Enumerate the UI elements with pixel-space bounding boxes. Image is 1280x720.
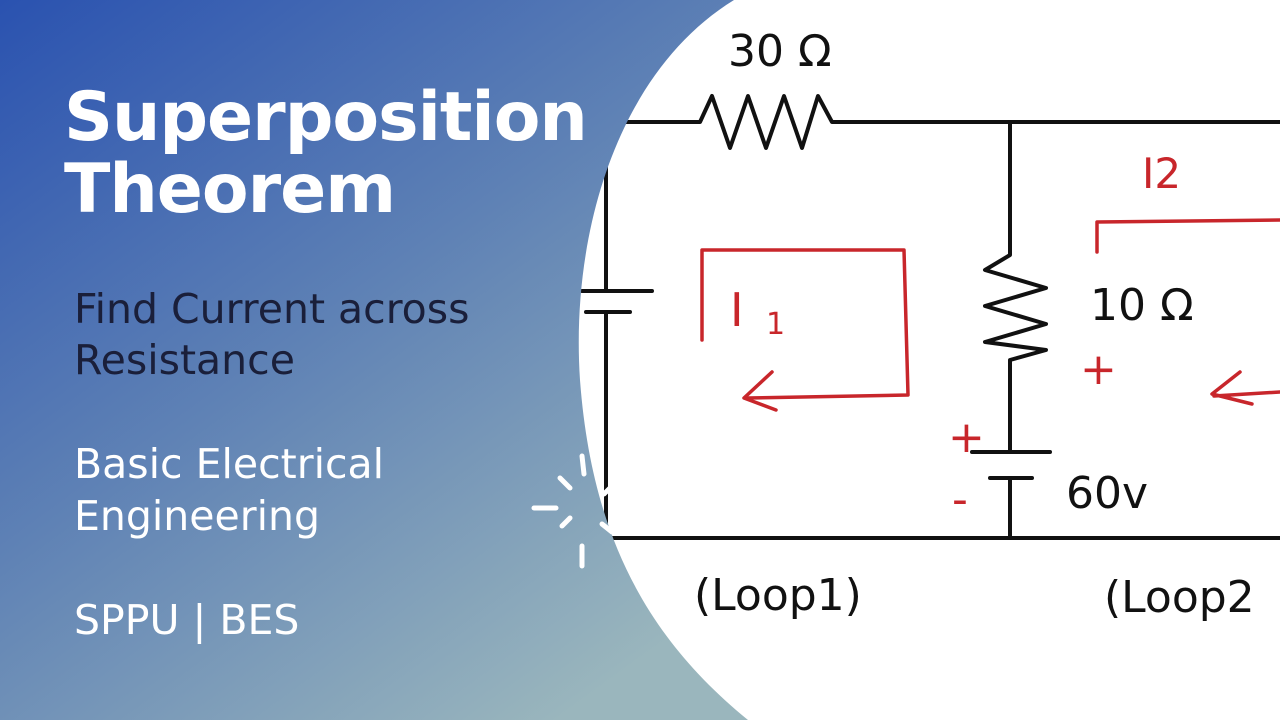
loop2-current-arrow — [1210, 370, 1280, 406]
resistor-10-label: 10 Ω — [1090, 280, 1194, 331]
loop1-current-path — [700, 248, 910, 400]
title-line-1: Superposition — [64, 78, 588, 157]
sparkle-icon — [531, 453, 615, 569]
course-line-1: Basic Electrical — [74, 440, 385, 488]
loop1-current-label: I — [730, 283, 744, 337]
source-plus-sign: + — [948, 412, 985, 463]
source-60v-label: 60v — [1066, 468, 1148, 519]
loop1-current-subscript: 1 — [766, 307, 785, 342]
course-line-2: Engineering — [74, 492, 320, 540]
mid-plus-sign: + — [1080, 344, 1117, 395]
resistor-30-label: 30 Ω — [728, 26, 832, 77]
course-tag: SPPU | BES — [74, 596, 300, 644]
middle-branch-wire — [983, 120, 1048, 454]
title-line-2: Theorem — [64, 150, 396, 229]
loop1-current-arrow — [742, 370, 778, 412]
source-minus-sign: - — [952, 474, 968, 525]
loop2-current-label: I2 — [1142, 149, 1181, 198]
loop2-current-path — [1095, 218, 1280, 254]
loop1-label: (Loop1) — [694, 570, 862, 621]
subtitle-line-2: Resistance — [74, 336, 295, 384]
subtitle-line-1: Find Current across — [74, 285, 470, 333]
loop2-label: (Loop2 — [1104, 572, 1255, 623]
top-wire — [598, 94, 1280, 150]
